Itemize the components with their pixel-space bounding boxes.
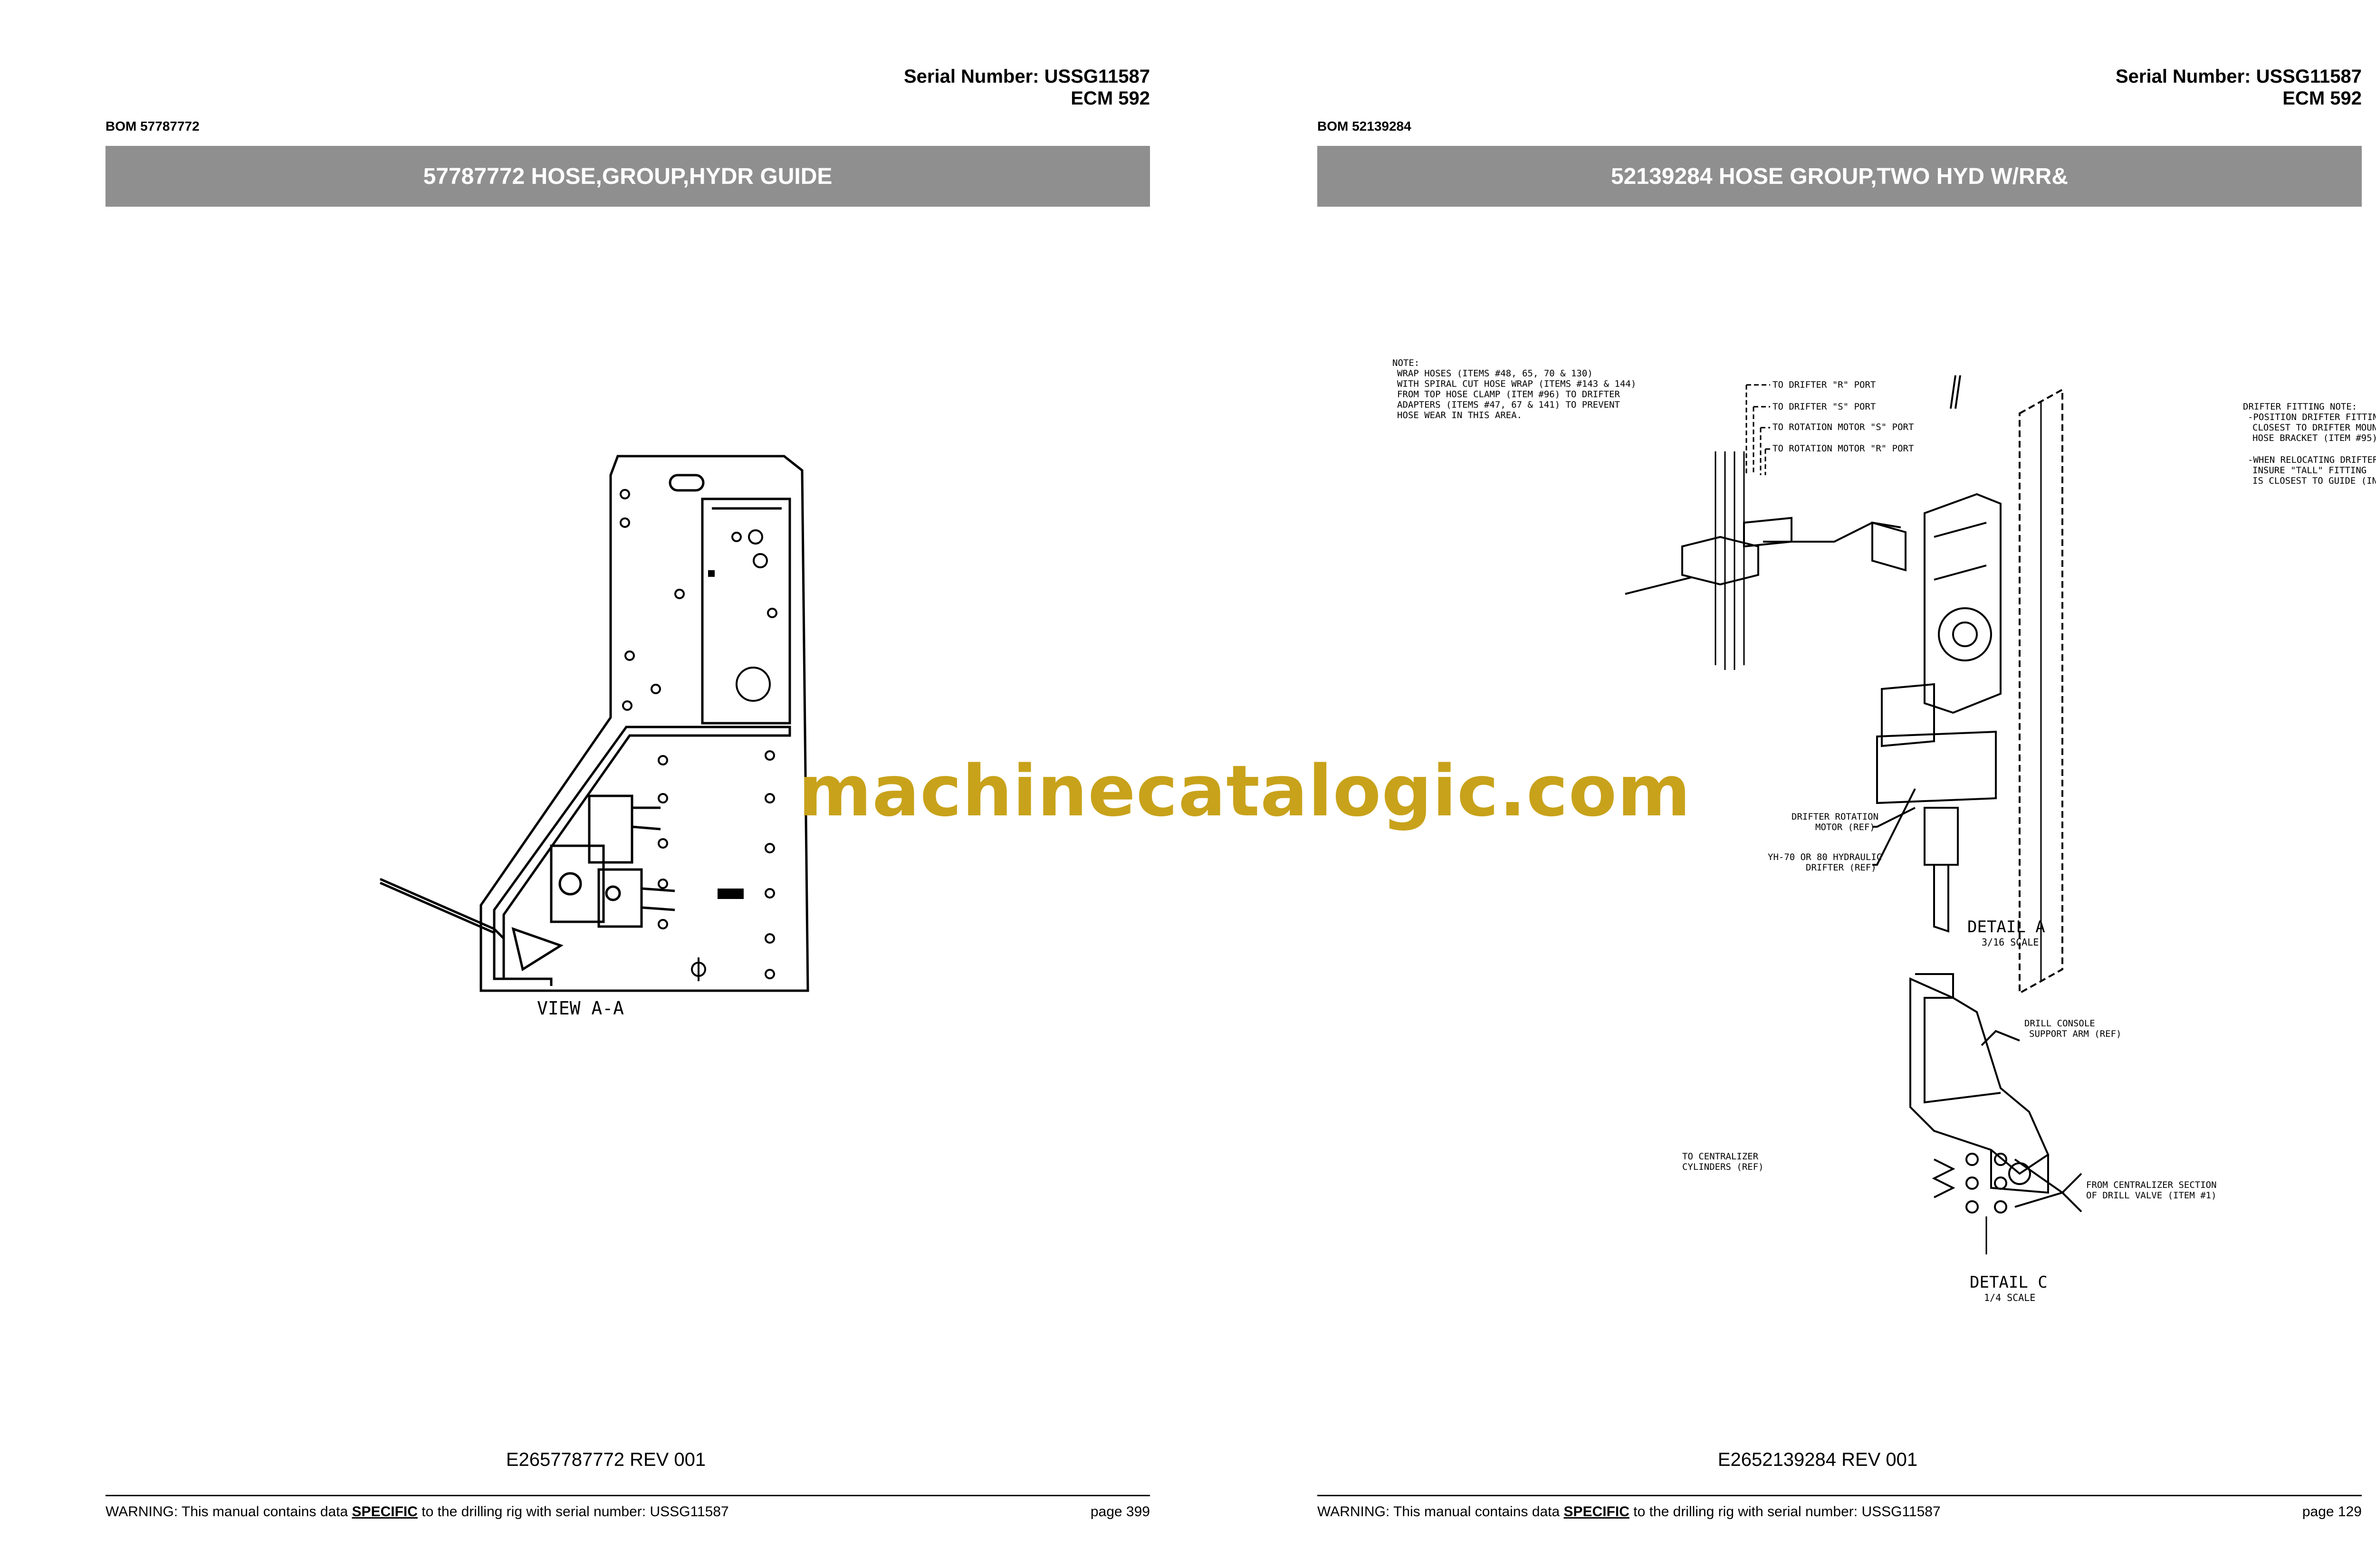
detail-a-title: DETAIL A: [1967, 918, 2045, 937]
from-centralizer-label: FROM CENTRALIZER SECTION: [2086, 1180, 2217, 1190]
port-label: TO DRIFTER "S" PORT: [1772, 402, 1876, 412]
serial-block: Serial Number: USSG11587 ECM 592: [2116, 66, 2362, 109]
fitting-note-line: CLOSEST TO DRIFTER MOUNTING PLATE: [2252, 422, 2376, 433]
drawing-code: E2652139284 REV 001: [1717, 1449, 1918, 1470]
detail-a-scale: 3/16 SCALE: [1982, 937, 2039, 948]
bom-label: BOM 52139284: [1317, 119, 1411, 134]
console-label: SUPPORT ARM (REF): [2029, 1029, 2121, 1039]
rotation-motor-label: MOTOR (REF): [1815, 822, 1875, 832]
serial-number: Serial Number: USSG11587: [2115, 66, 2362, 87]
note-line: ADAPTERS (ITEMS #47, 67 & 141) TO PREVEN…: [1397, 400, 1620, 410]
drifter-label: YH-70 OR 80 HYDRAULIC: [1768, 852, 1882, 862]
detail-c-title: DETAIL C: [1970, 1273, 2048, 1292]
rotation-motor-label: DRIFTER ROTATION: [1792, 812, 1878, 822]
centralizer-label: CYLINDERS (REF): [1682, 1162, 1764, 1172]
port-label: TO DRIFTER "R" PORT: [1772, 380, 1876, 390]
warning-text-rest: to the drilling rig with serial number: …: [417, 1504, 729, 1520]
note-line: FROM TOP HOSE CLAMP (ITEM #96) TO DRIFTE…: [1397, 389, 1620, 400]
fitting-note-line: HOSE BRACKET (ITEM #95): [2252, 433, 2376, 443]
fitting-note-line: DRIFTER FITTING NOTE:: [2243, 402, 2357, 412]
note-line: HOSE WEAR IN THIS AREA.: [1397, 410, 1522, 421]
ecm-number: ECM 592: [1071, 88, 1150, 109]
footer-warning: WARNING: This manual contains data SPECI…: [1317, 1504, 1941, 1520]
from-centralizer-label: OF DRILL VALVE (ITEM #1): [2086, 1190, 2217, 1201]
port-label: TO ROTATION MOTOR "S" PORT: [1772, 422, 1914, 432]
fitting-note-line: IS CLOSEST TO GUIDE (IN PORT R): [2252, 476, 2376, 486]
fitting-note-line: INSURE "TALL" FITTING: [2252, 465, 2366, 476]
fitting-note: DRIFTER FITTING NOTE: -POSITION DRIFTER …: [2243, 402, 2376, 486]
footer-warning: WARNING: This manual contains data SPECI…: [105, 1504, 729, 1520]
view-label: VIEW A-A: [537, 998, 624, 1019]
page-number: page 399: [1090, 1504, 1150, 1520]
right-page: Serial Number: USSG11587 ECM 592 BOM 521…: [1212, 0, 2376, 1568]
view-a-a-drawing: VIEW A-A: [379, 455, 809, 1019]
detail-drawing: NOTE: WRAP HOSES (ITEMS #48, 65, 70 & 13…: [1392, 358, 2376, 1303]
wrap-note: NOTE: WRAP HOSES (ITEMS #48, 65, 70 & 13…: [1392, 358, 1636, 421]
warning-text: WARNING: This manual contains data: [105, 1504, 352, 1520]
warning-emphasis: SPECIFIC: [352, 1504, 418, 1520]
drawing-code: E2657787772 REV 001: [506, 1449, 706, 1470]
section-title: 57787772 HOSE,GROUP,HYDR GUIDE: [423, 163, 833, 189]
warning-text-rest: to the drilling rig with serial number: …: [1629, 1504, 1941, 1520]
section-title-bar: 52139284 HOSE GROUP,TWO HYD W/RR&: [1317, 146, 2362, 207]
page-number: page 129: [2302, 1504, 2362, 1520]
warning-emphasis: SPECIFIC: [1563, 1504, 1629, 1520]
port-label: TO ROTATION MOTOR "R" PORT: [1772, 443, 1914, 454]
drifter-label: DRIFTER (REF): [1806, 862, 1877, 873]
ecm-number: ECM 592: [2282, 88, 2362, 109]
left-page: Serial Number: USSG11587 ECM 592 BOM 577…: [105, 66, 1150, 1520]
detail-c-scale: 1/4 SCALE: [1984, 1292, 2035, 1303]
serial-block: Serial Number: USSG11587 ECM 592: [904, 66, 1150, 109]
footer-rule: [1317, 1495, 2362, 1496]
note-line: NOTE:: [1392, 358, 1419, 368]
fitting-note-line: -WHEN RELOCATING DRIFTER FITTINGS: [2248, 455, 2376, 465]
warning-text: WARNING: This manual contains data: [1317, 1504, 1564, 1520]
note-line: WITH SPIRAL CUT HOSE WRAP (ITEMS #143 & …: [1397, 379, 1636, 389]
fitting-note-line: -POSITION DRIFTER FITTINGS IN PORTS: [2248, 412, 2376, 422]
console-label: DRILL CONSOLE: [2024, 1018, 2095, 1029]
centralizer-label: TO CENTRALIZER: [1682, 1151, 1759, 1162]
bom-label: BOM 57787772: [105, 119, 200, 134]
note-line: WRAP HOSES (ITEMS #48, 65, 70 & 130): [1397, 368, 1593, 379]
section-title-bar: 57787772 HOSE,GROUP,HYDR GUIDE: [105, 146, 1150, 207]
section-title: 52139284 HOSE GROUP,TWO HYD W/RR&: [1610, 163, 2069, 189]
port-labels: TO DRIFTER "R" PORT TO DRIFTER "S" PORT …: [1772, 380, 1914, 454]
footer-rule: [105, 1495, 1150, 1496]
watermark: machinecatalogic.com: [798, 750, 1691, 832]
serial-number: Serial Number: USSG11587: [903, 66, 1150, 87]
